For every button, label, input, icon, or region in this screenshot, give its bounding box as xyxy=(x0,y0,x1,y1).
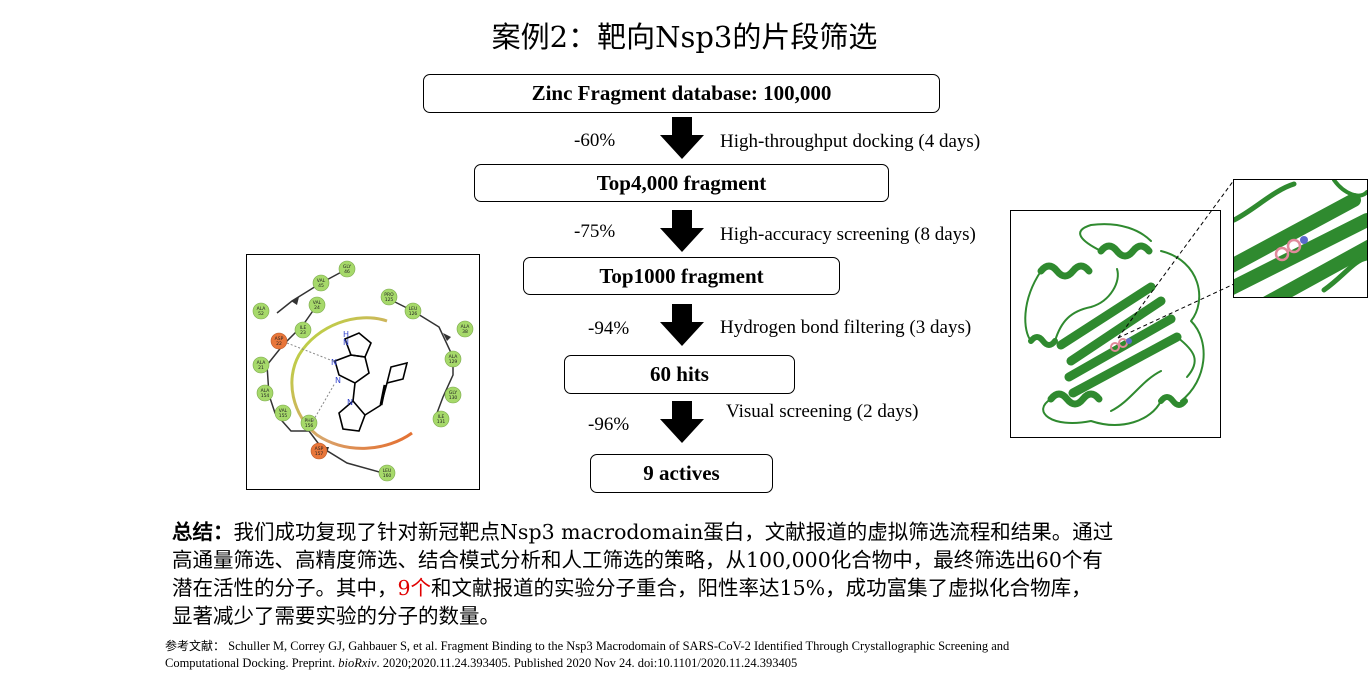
svg-text:156: 156 xyxy=(305,423,314,429)
svg-text:23: 23 xyxy=(300,330,306,336)
svg-text:ASP: ASP xyxy=(315,446,324,452)
protein-structure-image xyxy=(1010,210,1221,438)
reference-text: 参考文献： Schuller M, Correy GJ, Gahbauer S,… xyxy=(165,638,1245,672)
svg-text:129: 129 xyxy=(449,359,458,365)
svg-text:LEU: LEU xyxy=(383,468,392,474)
svg-text:125: 125 xyxy=(385,297,394,303)
down-arrow-icon xyxy=(660,304,704,346)
step-percent: -75% xyxy=(574,221,616,242)
svg-text:N: N xyxy=(347,398,353,407)
zoom-connector-lines xyxy=(1117,179,1235,339)
down-arrow-icon xyxy=(660,117,704,159)
step-percent: -60% xyxy=(574,130,616,151)
svg-text:VAL: VAL xyxy=(313,300,322,306)
step-label: Hydrogen bond filtering (3 days) xyxy=(720,317,972,338)
svg-text:24: 24 xyxy=(314,305,320,311)
svg-text:ALA: ALA xyxy=(449,354,459,360)
svg-text:N: N xyxy=(335,376,341,385)
down-arrow-icon xyxy=(660,401,704,443)
svg-text:PRO: PRO xyxy=(384,292,394,298)
svg-text:130: 130 xyxy=(449,395,458,401)
svg-text:46: 46 xyxy=(344,269,350,275)
svg-text:VAL: VAL xyxy=(317,278,326,284)
svg-text:ALA: ALA xyxy=(257,360,267,366)
svg-text:PHE: PHE xyxy=(305,418,314,424)
summary-line: 和文献报道的实验分子重合，阳性率达15%，成功富集了虚拟化合物库， xyxy=(431,576,1092,600)
svg-text:GLY: GLY xyxy=(343,264,351,270)
reference-label: 参考文献： xyxy=(165,639,226,653)
step-label: High-throughput docking (4 days) xyxy=(720,131,981,152)
svg-text:160: 160 xyxy=(383,473,392,479)
flow-box-60-hits: 60 hits xyxy=(564,355,795,394)
svg-text:N: N xyxy=(331,358,337,367)
flow-box-9-actives: 9 actives xyxy=(590,454,773,493)
protein-zoom-inset xyxy=(1233,179,1368,298)
step-label: High-accuracy screening (8 days) xyxy=(720,224,976,245)
svg-text:ILE: ILE xyxy=(300,325,307,331)
svg-text:154: 154 xyxy=(261,393,270,399)
svg-text:155: 155 xyxy=(279,413,288,419)
summary-line: 潜在活性的分子。其中， xyxy=(172,576,398,600)
down-arrow-icon xyxy=(660,210,704,252)
svg-text:22: 22 xyxy=(276,341,282,347)
svg-text:52: 52 xyxy=(258,311,264,317)
flow-box-zinc-database: Zinc Fragment database: 100,000 xyxy=(423,74,940,113)
summary-line: 我们成功复现了针对新冠靶点Nsp3 macrodomain蛋白，文献报道的虚拟筛… xyxy=(233,520,1114,544)
reference-journal: bioRxiv xyxy=(338,656,377,670)
svg-text:131: 131 xyxy=(437,419,446,425)
svg-text:ILE: ILE xyxy=(438,414,445,420)
svg-text:ALA: ALA xyxy=(261,388,271,394)
svg-text:N: N xyxy=(343,338,349,347)
svg-text:ASP: ASP xyxy=(275,336,284,342)
page-title: 案例2：靶向Nsp3的片段筛选 xyxy=(491,20,878,54)
svg-text:38: 38 xyxy=(462,329,468,335)
reference-line: Schuller M, Correy GJ, Gahbauer S, et al… xyxy=(228,639,1010,653)
svg-text:ALA: ALA xyxy=(257,306,267,312)
summary-label: 总结： xyxy=(172,520,234,544)
svg-text:ALA: ALA xyxy=(461,324,471,330)
svg-text:GLY: GLY xyxy=(449,390,457,396)
svg-text:126: 126 xyxy=(409,311,418,317)
svg-text:21: 21 xyxy=(258,365,264,371)
flow-box-top1000: Top1000 fragment xyxy=(523,257,840,295)
summary-line: 高通量筛选、高精度筛选、结合模式分析和人工筛选的策略，从100,000化合物中，… xyxy=(172,548,1103,572)
summary-text: 总结：我们成功复现了针对新冠靶点Nsp3 macrodomain蛋白，文献报道的… xyxy=(172,518,1252,630)
svg-text:LEU: LEU xyxy=(409,306,418,312)
svg-text:45: 45 xyxy=(318,283,324,289)
flow-box-top4000: Top4,000 fragment xyxy=(474,164,889,202)
reference-line: Computational Docking. Preprint. xyxy=(165,656,339,670)
step-percent: -96% xyxy=(588,414,630,435)
reference-line: . 2020;2020.11.24.393405. Published 2020… xyxy=(376,656,798,670)
step-percent: -94% xyxy=(588,318,630,339)
summary-line: 显著减少了需要实验的分子的数量。 xyxy=(172,604,500,628)
svg-text:H: H xyxy=(343,330,349,339)
summary-highlight: 9个 xyxy=(397,576,432,600)
step-label: Visual screening (2 days) xyxy=(726,401,919,422)
svg-text:157: 157 xyxy=(315,451,324,457)
svg-text:VAL: VAL xyxy=(279,408,288,414)
